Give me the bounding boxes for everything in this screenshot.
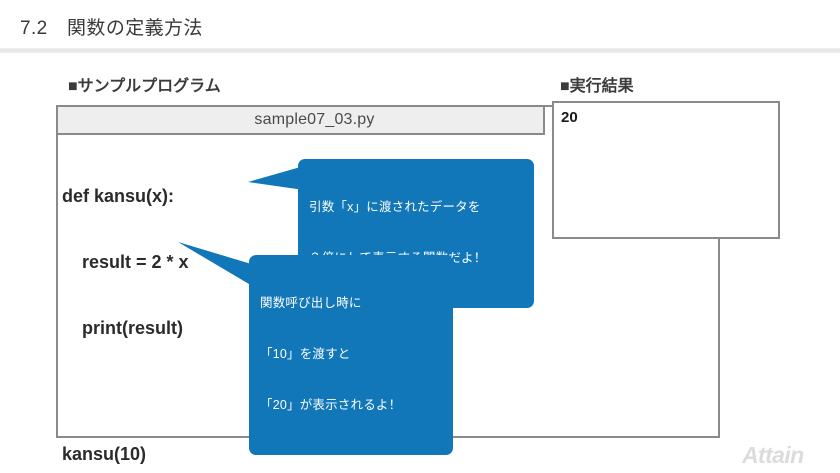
callout-line: 関数呼び出し時に — [260, 296, 362, 310]
output-panel: 20 — [552, 101, 780, 239]
output-value: 20 — [561, 109, 578, 126]
page-title: 7.2 関数の定義方法 — [20, 18, 203, 39]
callout-line: 「20」が表示されるよ！ — [260, 398, 402, 412]
code-line: def kansu(x): — [62, 186, 175, 206]
section-label-sample-program: ■サンプルプログラム — [68, 78, 221, 95]
code-line: kansu(10) — [62, 444, 147, 464]
code-line: print(result) — [62, 318, 183, 338]
code-block: def kansu(x): result = 2 * x print(resul… — [62, 141, 482, 473]
callout-line: 引数「x」に渡されたデータを — [309, 200, 481, 214]
section-label-execution-result: ■実行結果 — [560, 78, 634, 95]
code-filename-bar: sample07_03.py — [56, 105, 545, 135]
attain-logo: Attain — [742, 442, 804, 468]
header-divider — [0, 48, 840, 53]
callout-call: 関数呼び出し時に 「10」を渡すと 「20」が表示されるよ！ — [249, 255, 453, 455]
code-filename: sample07_03.py — [254, 111, 375, 128]
callout-line: 「10」を渡すと — [260, 347, 351, 361]
